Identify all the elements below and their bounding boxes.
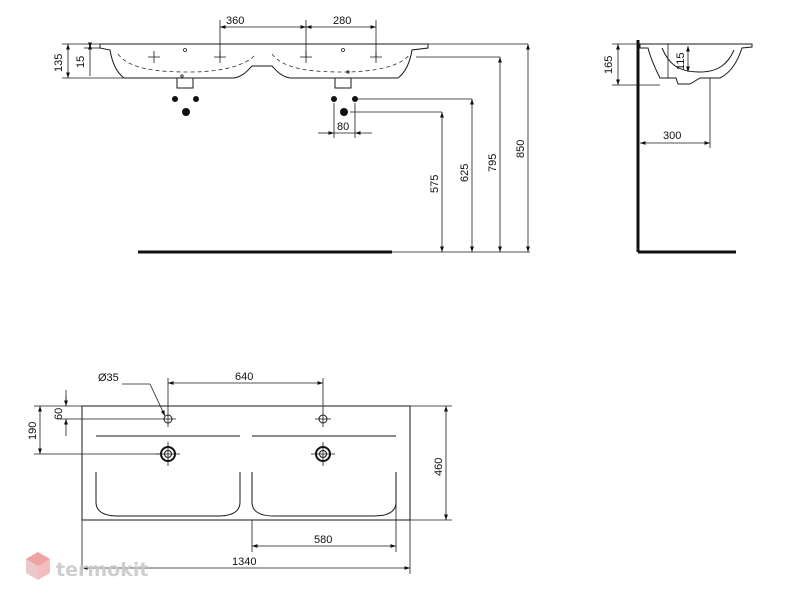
- plan-view: Ø35 640 60 190 460 580 1340: [27, 371, 452, 574]
- dim-width: 460: [433, 458, 445, 476]
- right-waste-dot: [340, 108, 348, 116]
- front-left-bowl-inner: [117, 53, 257, 73]
- front-right-waste-stub: [334, 77, 352, 89]
- dim-bowl-depth: 115: [675, 52, 687, 70]
- dim-waste-offset-plan: 190: [27, 422, 39, 440]
- side-bowl-inner: [661, 47, 735, 73]
- dim-waste-offset: 80: [337, 121, 349, 133]
- dim-rim-lip: 15: [75, 56, 87, 68]
- front-view: 360 280 135 15 80 575 625 795 850: [53, 15, 530, 254]
- left-supply-dot-1: [172, 96, 178, 102]
- dim-hole-offset: 60: [53, 408, 65, 420]
- right-supply-dot-2: [352, 96, 358, 102]
- dim-depth-height: 165: [603, 56, 615, 74]
- dim-hole-diameter: Ø35: [98, 372, 119, 384]
- watermark-text: termokit: [56, 559, 148, 581]
- dim-projection: 300: [663, 130, 681, 142]
- plan-basin-outline: [81, 405, 411, 521]
- dim-waste-height: 575: [429, 175, 441, 193]
- right-supply-dot-1: [331, 96, 337, 102]
- front-left-waste-stub: [176, 77, 194, 89]
- front-right-bowl-inner: [271, 53, 411, 73]
- plan-right-bowl: [251, 472, 397, 517]
- dim-hole-spacing: 640: [235, 371, 253, 383]
- plan-right-tap-hole: [315, 411, 331, 427]
- plan-right-waste: [311, 442, 335, 466]
- left-supply-dot-2: [193, 96, 199, 102]
- plan-left-tap-hole: [160, 411, 176, 427]
- dim-overflow-height: 795: [487, 154, 499, 172]
- front-tap-marks: [148, 48, 382, 78]
- front-basin-outline: [99, 43, 429, 79]
- plan-left-bowl: [95, 472, 241, 517]
- dim-supply-height: 625: [459, 164, 471, 182]
- dim-bowl-width: 580: [314, 534, 332, 546]
- dim-tap-spacing-a: 360: [226, 15, 244, 27]
- dim-rim-height: 135: [53, 54, 65, 72]
- dim-length: 1340: [232, 556, 256, 568]
- dim-tap-spacing-b: 280: [333, 15, 351, 27]
- left-waste-dot: [182, 108, 190, 116]
- dim-top-height: 850: [515, 140, 527, 158]
- termokit-watermark: termokit: [26, 552, 148, 581]
- side-basin-profile: [639, 43, 753, 85]
- termokit-logo-icon: [26, 552, 50, 580]
- side-view: 165 115 300: [603, 40, 753, 254]
